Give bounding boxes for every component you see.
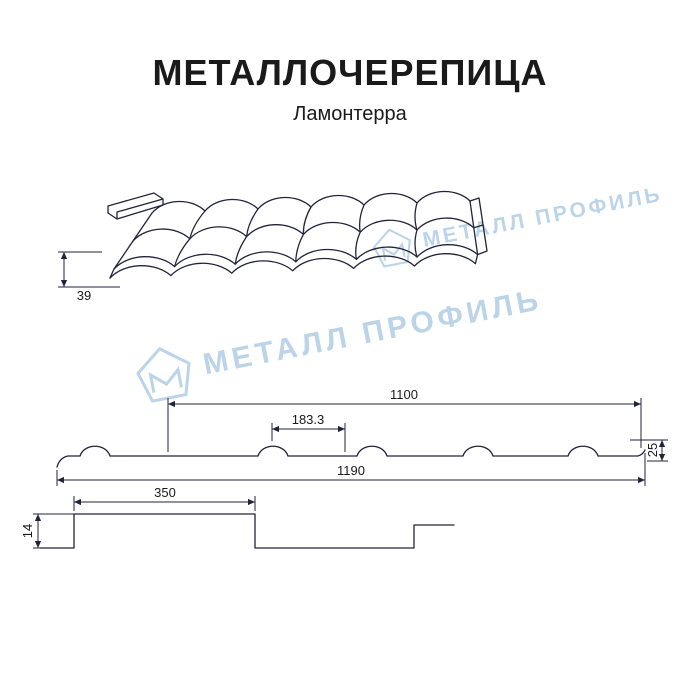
step-profile-drawing [39, 513, 455, 549]
ridge-strip [107, 192, 164, 220]
cross-section-drawing [56, 445, 646, 468]
dim-module-length-label: 350 [154, 485, 176, 500]
dim-wave-pitch-label: 183.3 [292, 412, 325, 427]
sheet-left-edge [109, 212, 153, 279]
extension-lines [58, 251, 120, 288]
page-title: МЕТАЛЛОЧЕРЕПИЦА [152, 52, 548, 93]
perspective-view-drawing [107, 190, 488, 279]
sheet-front-edge [109, 253, 477, 279]
step-profile-dimensions: 350 14 [20, 485, 256, 549]
dim-step-height-label: 14 [20, 524, 35, 538]
metall-profil-logo-icon [136, 346, 191, 403]
tile-row-back [151, 190, 471, 214]
watermark-lower: МЕТАЛЛ ПРОФИЛЬ [130, 273, 547, 405]
tile-step-lines [173, 202, 418, 268]
perspective-dimensions: 39 [58, 251, 120, 303]
page-subtitle: Ламонтерра [293, 103, 407, 125]
dim-total-width-label: 1190 [337, 463, 365, 478]
cross-section-dimensions: 1100 183.3 25 1190 [56, 387, 668, 486]
header: МЕТАЛЛОЧЕРЕПИЦА Ламонтерра [0, 52, 700, 126]
sheet-right-edge [469, 200, 479, 265]
profile-path [56, 445, 646, 468]
dim-edge-height-label: 39 [77, 288, 91, 303]
dim-profile-height-label: 25 [645, 443, 660, 457]
step-profile-path [39, 513, 455, 549]
dim-working-width-label: 1100 [390, 387, 418, 402]
sheet-right-cap [469, 197, 488, 256]
extension-lines [271, 423, 346, 452]
extension-lines [167, 398, 642, 452]
extension-lines [33, 513, 74, 549]
